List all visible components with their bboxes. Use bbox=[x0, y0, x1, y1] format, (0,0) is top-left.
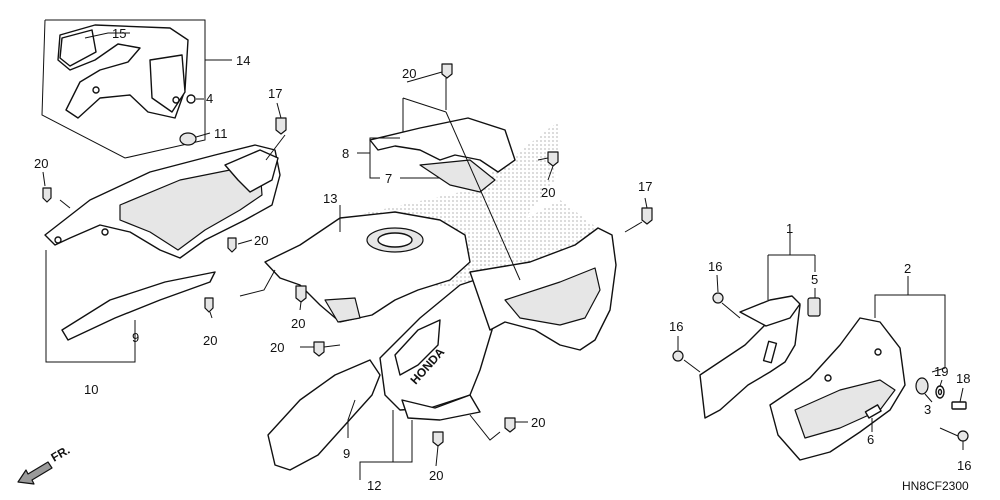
callout-20-center-left: 20 bbox=[270, 340, 284, 355]
left-side-cover-part bbox=[44, 144, 281, 259]
right-side-cover-part bbox=[469, 227, 617, 351]
callout-20-bottom-right: 20 bbox=[531, 415, 545, 430]
callout-9-lower: 9 bbox=[343, 446, 350, 461]
washer-part-19 bbox=[935, 385, 945, 399]
bolt-part-18 bbox=[951, 401, 967, 410]
grab-rail-part bbox=[369, 117, 516, 173]
heel-guard-cover-part bbox=[769, 317, 906, 461]
callout-20-left-mid: 20 bbox=[254, 233, 268, 248]
callout-16-bottom: 16 bbox=[957, 458, 971, 473]
callout-16-mid: 16 bbox=[669, 319, 683, 334]
rear-fender-part bbox=[264, 211, 471, 323]
callout-10: 10 bbox=[84, 382, 98, 397]
callout-13: 13 bbox=[323, 191, 337, 206]
callout-12: 12 bbox=[367, 478, 381, 493]
left-side-stripe-part bbox=[61, 271, 216, 341]
callout-4: 4 bbox=[206, 91, 213, 106]
callout-17-right: 17 bbox=[638, 179, 652, 194]
callout-20-left-low: 20 bbox=[203, 333, 217, 348]
inset-frame bbox=[41, 19, 206, 159]
center-cover-part bbox=[379, 274, 499, 421]
diagram-code: HN8CF2300 bbox=[902, 479, 969, 493]
callout-14: 14 bbox=[236, 53, 250, 68]
callout-5: 5 bbox=[811, 272, 818, 287]
callout-20-top: 20 bbox=[402, 66, 416, 81]
heel-guard-part bbox=[699, 295, 801, 419]
front-direction-label: FR. bbox=[49, 443, 73, 465]
callout-17-left: 17 bbox=[268, 86, 282, 101]
callout-20-left-top: 20 bbox=[34, 156, 48, 171]
callout-8: 8 bbox=[342, 146, 349, 161]
callout-20-fender: 20 bbox=[291, 316, 305, 331]
callout-9-upper: 9 bbox=[132, 330, 139, 345]
screw-fasteners bbox=[42, 63, 969, 447]
collar-part-5 bbox=[807, 297, 821, 317]
callout-19: 19 bbox=[934, 364, 948, 379]
front-arrow-icon bbox=[17, 461, 53, 485]
callout-20-bottom: 20 bbox=[429, 468, 443, 483]
callout-20-center-right: 20 bbox=[541, 185, 555, 200]
callout-1: 1 bbox=[786, 221, 793, 236]
front-direction-indicator: FR. bbox=[17, 443, 73, 485]
leader-lines bbox=[42, 32, 964, 480]
inner-cover-part bbox=[57, 24, 189, 119]
rubber-part-3 bbox=[915, 377, 929, 395]
nut-part-6 bbox=[864, 404, 882, 419]
clip-11 bbox=[179, 132, 197, 146]
callout-6: 6 bbox=[867, 432, 874, 447]
callout-18: 18 bbox=[956, 371, 970, 386]
callout-3: 3 bbox=[924, 402, 931, 417]
callout-2: 2 bbox=[904, 261, 911, 276]
callout-labels: 15 14 4 11 20 20 9 20 10 17 20 8 7 20 13… bbox=[34, 26, 971, 493]
callout-16-top: 16 bbox=[708, 259, 722, 274]
rail-cover-part bbox=[419, 159, 496, 193]
callout-7: 7 bbox=[385, 171, 392, 186]
callout-11: 11 bbox=[214, 126, 228, 141]
clip-4 bbox=[186, 94, 196, 104]
callout-15: 15 bbox=[112, 26, 126, 41]
lower-stripe-part bbox=[267, 359, 381, 471]
